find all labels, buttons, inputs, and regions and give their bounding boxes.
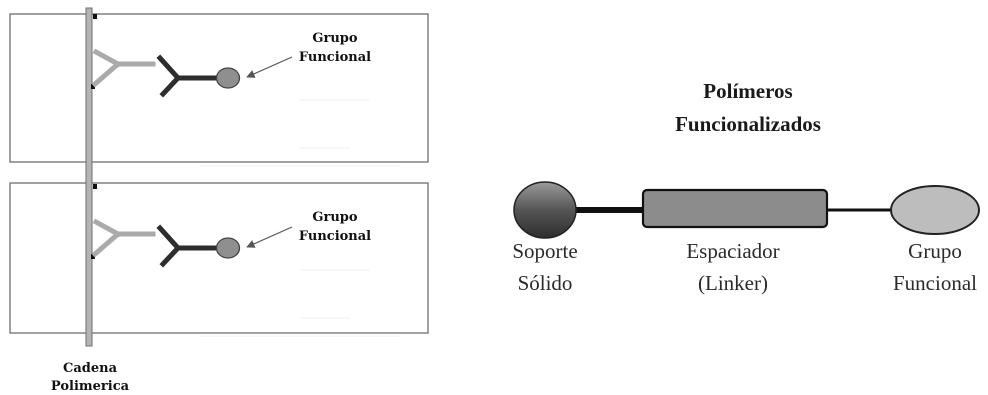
left-schematic: Grupo Funcional Grupo Funcional Cadena P…: [9, 7, 429, 394]
functional-group-ball-2: [215, 237, 241, 259]
functional-molecule-1: [91, 48, 241, 98]
title-line2: Funcionalizados: [675, 112, 821, 136]
panel-frame-bottom: [9, 182, 429, 334]
chain-label-line1: Cadena: [63, 361, 118, 376]
functional-molecule-2: [91, 218, 241, 268]
chain-tick-3: [93, 184, 97, 189]
panel2-label-line1: Grupo: [312, 210, 357, 225]
functional-group-ellipse: [890, 185, 980, 235]
right-schematic: Polímeros Funcionalizados Soporte Sólido…: [512, 79, 980, 295]
panel-frame-top: [9, 13, 429, 163]
spacer-label-line1: Espaciador: [686, 239, 779, 263]
group-label-line1: Grupo: [908, 239, 962, 263]
pointer-arrow-1: [246, 56, 293, 78]
faint-background-marks: [200, 99, 400, 337]
polymer-chain: [85, 7, 93, 347]
linker-cylinder: [641, 188, 829, 229]
chain-tick-4: [91, 254, 95, 259]
panel1-label-line2: Funcional: [299, 50, 371, 65]
support-label-line2: Sólido: [518, 271, 573, 295]
panel1-label-line1: Grupo: [312, 31, 357, 46]
spacer-label-line2: (Linker): [698, 271, 768, 295]
title-line1: Polímeros: [703, 79, 792, 103]
support-label-line1: Soporte: [512, 239, 577, 263]
panel2-label-line2: Funcional: [299, 229, 371, 244]
chain-tick-2: [91, 84, 95, 89]
solid-support-sphere: [513, 181, 577, 239]
chain-label-line2: Polimerica: [51, 379, 130, 394]
functional-group-ball-1: [215, 67, 241, 89]
chain-tick-1: [93, 14, 97, 19]
group-label-line2: Funcional: [893, 271, 977, 295]
pointer-arrow-2: [246, 226, 293, 248]
